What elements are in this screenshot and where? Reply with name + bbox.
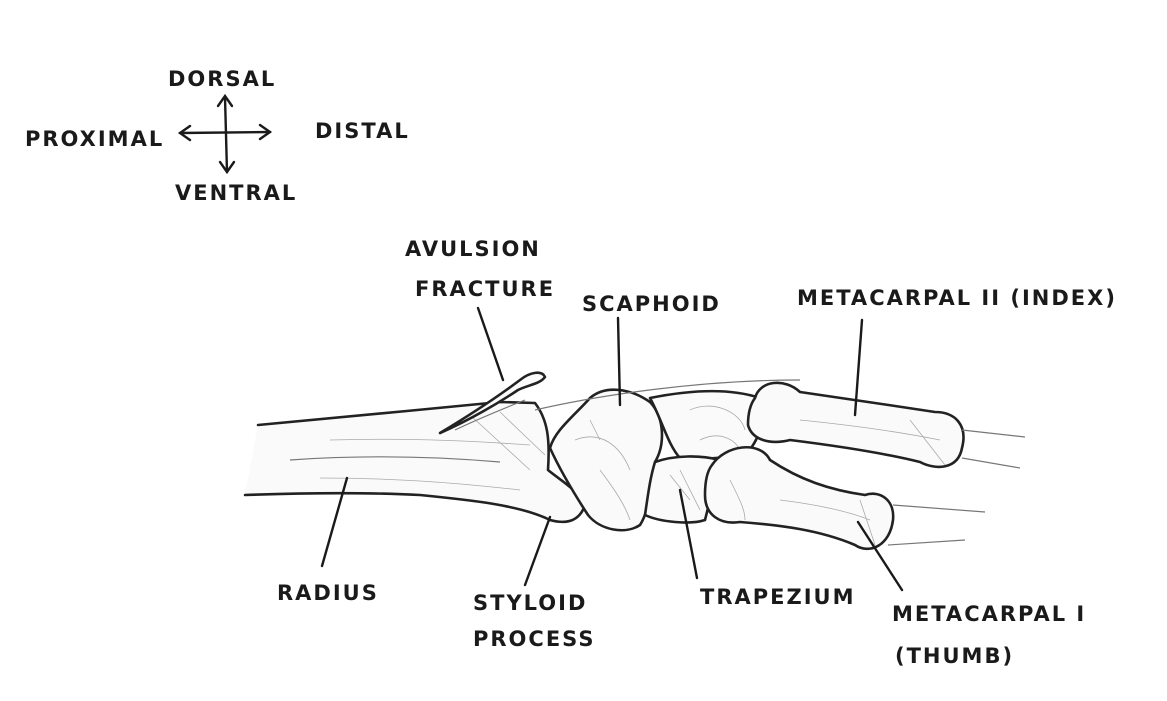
scaphoid-bone [548, 388, 664, 532]
label-process: PROCESS [473, 627, 595, 651]
compass-ventral: VENTRAL [175, 181, 297, 205]
anatomy-labels: AVULSION FRACTURE SCAPHOID METACARPAL II… [277, 237, 1117, 668]
orientation-compass: DORSAL VENTRAL PROXIMAL DISTAL [25, 67, 410, 205]
compass-proximal: PROXIMAL [25, 127, 164, 151]
bone-drawing [243, 371, 1026, 551]
label-scaphoid: SCAPHOID [582, 292, 721, 316]
label-metacarpal-i: METACARPAL I [892, 602, 1086, 626]
compass-distal: DISTAL [315, 119, 410, 143]
label-thumb: (THUMB) [895, 644, 1014, 668]
compass-dorsal: DORSAL [168, 67, 276, 91]
metacarpal-ii-bone [746, 381, 965, 469]
label-metacarpal-ii: METACARPAL II (INDEX) [797, 286, 1117, 310]
trapezium-bone [643, 455, 722, 524]
label-trapezium: TRAPEZIUM [700, 585, 855, 609]
leader-lines [320, 306, 904, 592]
avulsion-fragment [438, 371, 547, 435]
label-radius: RADIUS [277, 581, 379, 605]
metacarpal-i-bone [703, 446, 895, 551]
label-avulsion: AVULSION [405, 237, 541, 261]
label-styloid: STYLOID [473, 591, 587, 615]
compass-arrows-icon [177, 93, 273, 175]
radius-bone [243, 400, 587, 524]
label-fracture: FRACTURE [415, 277, 555, 301]
